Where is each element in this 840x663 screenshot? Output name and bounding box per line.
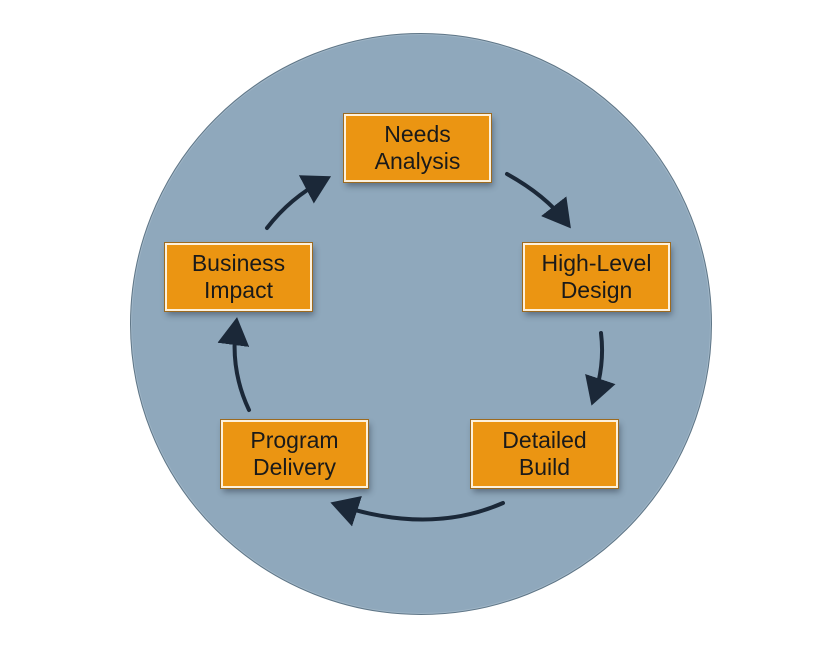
arrow-detailed-to-program [330,495,505,527]
stage-label-line1: Business [191,250,286,276]
stage-label-line2: Impact [203,277,273,303]
stage-program-delivery: Program Delivery [220,419,369,489]
stage-label-line1: Needs [384,121,451,147]
arrow-needs-to-hld [505,172,571,229]
arrow-program-to-business [217,317,251,412]
stage-business-impact: Business Impact [164,242,313,312]
stage-label-line2: Delivery [252,454,337,480]
stage-label-line2: Design [560,277,633,303]
stage-needs-analysis: Needs Analysis [343,113,492,183]
stage-label-line2: Analysis [374,148,461,174]
stage-label-line1: Detailed [502,427,587,453]
stage-high-level-design: High-Level Design [522,242,671,312]
stage-detailed-build: Detailed Build [470,419,619,489]
stage-label-line1: High-Level [541,250,652,276]
arrow-hld-to-detailed [585,331,616,406]
arrow-business-to-needs [265,175,332,230]
stage-label-line1: Program [250,427,339,453]
stage-label-line2: Build [518,454,571,480]
